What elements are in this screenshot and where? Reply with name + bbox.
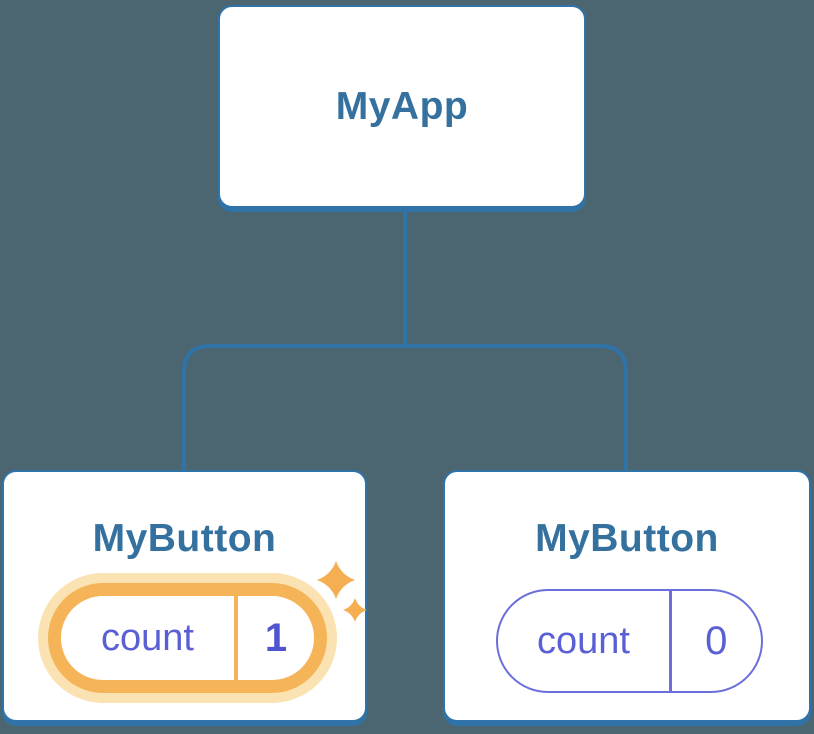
state-pill-highlighted: count 1 — [38, 573, 337, 703]
state-key-right: count — [537, 619, 630, 662]
state-value-right: 0 — [705, 618, 728, 663]
state-pill-inner: count 1 — [48, 583, 327, 693]
state-pill-divider-right — [669, 591, 672, 691]
tree-node-mybutton-right: MyButton count 0 — [443, 470, 811, 722]
node-label-mybutton-right: MyButton — [535, 517, 719, 560]
connector-branch — [182, 344, 628, 474]
state-key-left: count — [101, 616, 194, 659]
node-label-myapp: MyApp — [335, 84, 469, 128]
tree-node-myapp: MyApp — [218, 5, 586, 208]
state-pill-normal: count 0 — [496, 589, 763, 693]
tree-node-mybutton-left: MyButton count 1 — [2, 470, 367, 722]
state-value-left: 1 — [264, 615, 288, 660]
node-label-mybutton-left: MyButton — [92, 517, 277, 560]
state-pill-divider-left — [234, 596, 238, 680]
